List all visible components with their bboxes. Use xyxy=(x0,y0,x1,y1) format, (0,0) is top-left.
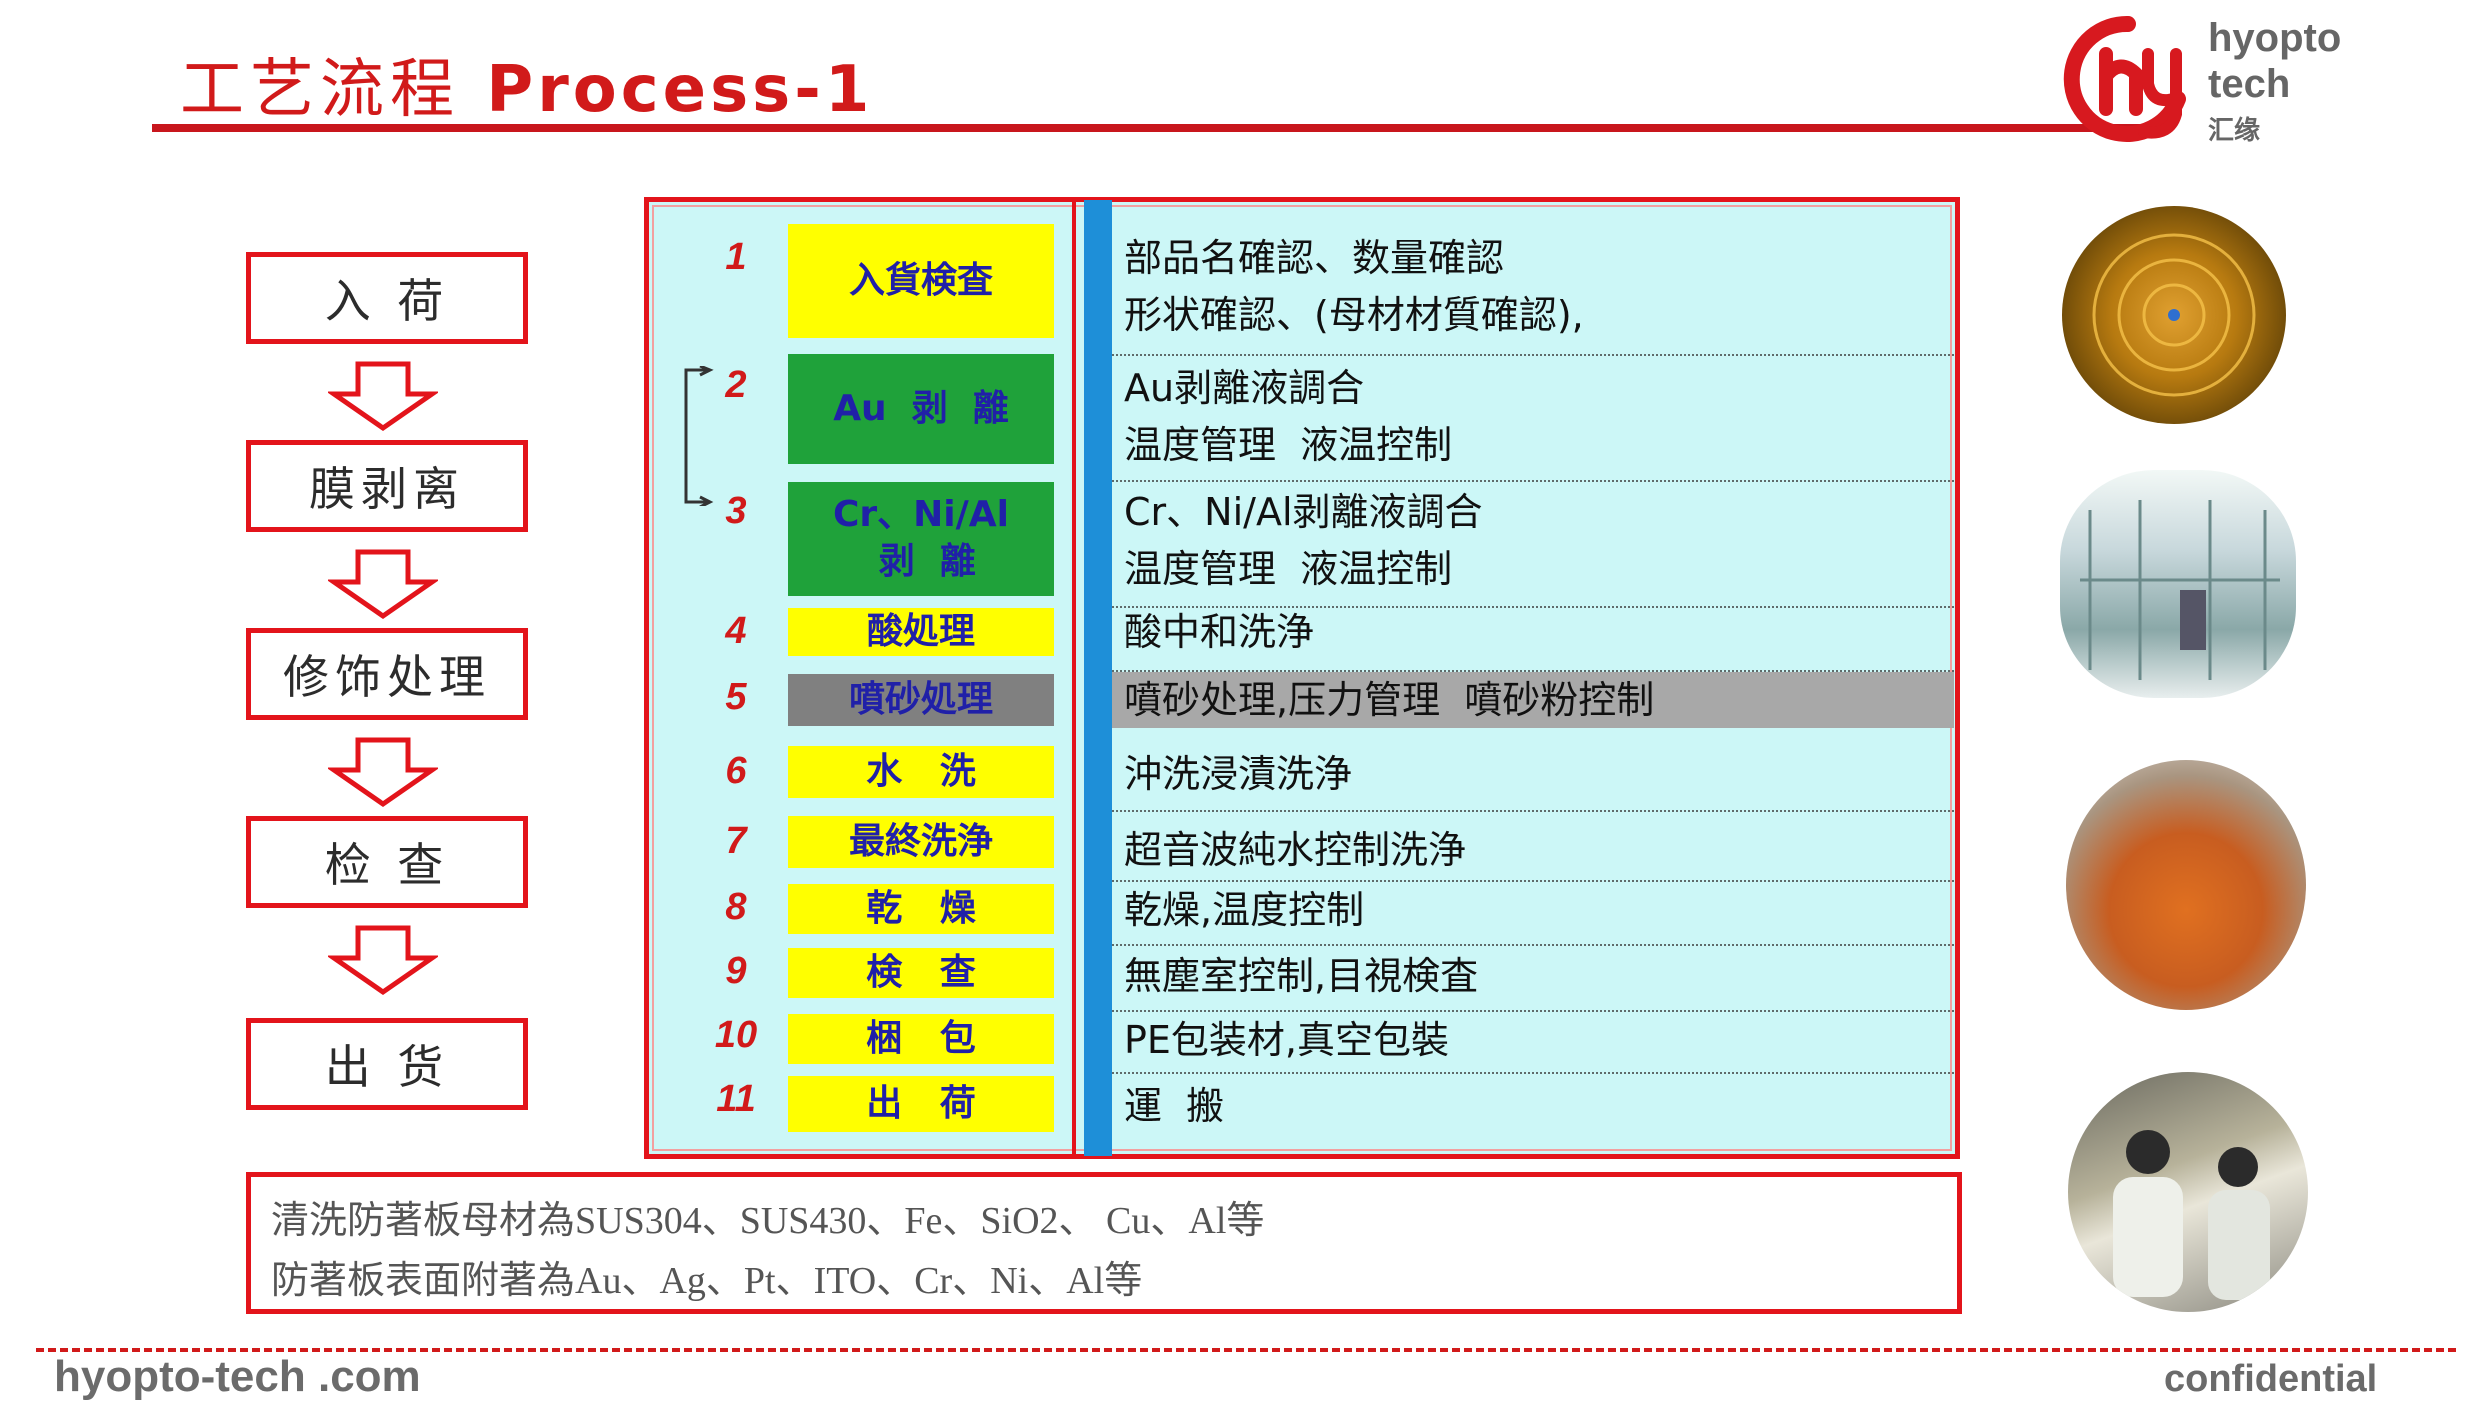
step-number: 3 xyxy=(725,490,747,532)
logo-line-1: hyopto xyxy=(2208,16,2342,60)
step-name: 酸処理 xyxy=(788,608,1054,656)
step-name: 出 荷 xyxy=(788,1076,1054,1132)
flow-step-inspection: 检 查 xyxy=(246,816,528,908)
footer-confidential: confidential xyxy=(2164,1358,2378,1400)
step-name: 噴砂処理 xyxy=(788,674,1054,726)
page-title-zh: 工艺流程 xyxy=(180,53,460,127)
wafer-plate-photo xyxy=(2062,206,2286,424)
row-divider xyxy=(1112,480,1954,482)
page-title-en: Process-1 xyxy=(486,53,874,127)
row-divider xyxy=(1112,1010,1954,1012)
step-name: 入貨検査 xyxy=(788,224,1054,338)
logo-line-2: tech xyxy=(2208,62,2291,106)
flow-step-receiving: 入 荷 xyxy=(246,252,528,344)
workers-inspection-photo xyxy=(2068,1072,2308,1312)
step-description: 乾燥,温度控制 xyxy=(1124,888,1365,932)
down-arrow-icon xyxy=(328,737,438,808)
logo-text: hyopto tech 汇缘 xyxy=(2208,14,2368,145)
logo-mark-icon xyxy=(2063,15,2186,142)
step-description: 噴砂处理,压力管理 噴砂粉控制 xyxy=(1124,678,1655,722)
step-description: 超音波純水控制洗浄 xyxy=(1124,828,1467,872)
footer-divider xyxy=(36,1348,2456,1352)
table-divider xyxy=(1072,200,1076,1156)
step-number: 5 xyxy=(725,676,747,718)
row-divider xyxy=(1112,810,1954,812)
logo-line-3: 汇缘 xyxy=(2208,115,2261,145)
step-description: 運 搬 xyxy=(1124,1084,1225,1128)
wafer-pattern-icon xyxy=(2092,233,2256,397)
title-underline xyxy=(152,124,2142,132)
row-divider xyxy=(1112,354,1954,356)
flow-step-shipping: 出 货 xyxy=(246,1018,528,1110)
row-divider xyxy=(1112,1072,1954,1074)
down-arrow-icon xyxy=(328,361,438,432)
step-name: Au 剥 離 xyxy=(788,354,1054,464)
step-name: 検 查 xyxy=(788,948,1054,998)
footer-website: hyopto-tech .com xyxy=(54,1352,421,1401)
row-divider xyxy=(1112,880,1954,882)
step-description: Au剥離液調合 温度管理 液温控制 xyxy=(1124,366,1453,467)
step-description: 沖洗浸漬洗浄 xyxy=(1124,752,1353,796)
material-note-box: 清洗防著板母材為SUS304、SUS430、Fe、SiO2、 Cu、Al等 防著… xyxy=(246,1172,1962,1314)
step-number: 7 xyxy=(725,820,747,862)
flow-step-finishing: 修饰处理 xyxy=(246,628,528,720)
step-description: 部品名確認、数量確認 形状確認、(母材材質確認), xyxy=(1124,236,1584,337)
row-divider xyxy=(1112,670,1954,672)
down-arrow-icon xyxy=(328,549,438,620)
clean-room-icon xyxy=(2080,500,2280,680)
note-line-2: 防著板表面附著為Au、Ag、Pt、ITO、Cr、Ni、Al等 xyxy=(271,1260,1143,1302)
step-name: 水 洗 xyxy=(788,746,1054,798)
flow-step-stripping: 膜剥离 xyxy=(246,440,528,532)
step-number: 2 xyxy=(725,364,747,406)
step-name: 乾 燥 xyxy=(788,884,1054,934)
step-number: 1 xyxy=(725,236,747,278)
step-description: 無塵室控制,目視検査 xyxy=(1124,954,1479,998)
company-logo: hyopto tech 汇缘 xyxy=(2058,14,2358,145)
step-name: 最終洗浄 xyxy=(788,816,1054,868)
note-line-1: 清洗防著板母材為SUS304、SUS430、Fe、SiO2、 Cu、Al等 xyxy=(271,1200,1265,1242)
workers-icon xyxy=(2113,1130,2270,1300)
bracket-icon xyxy=(684,366,714,506)
step-description: Cr、Ni/Al剥離液調合 温度管理 液温控制 xyxy=(1124,490,1483,591)
etching-tank-photo xyxy=(2066,760,2306,1010)
page-title: 工艺流程 Process-1 xyxy=(180,38,873,130)
down-arrow-icon xyxy=(328,925,438,996)
step-number: 10 xyxy=(714,1014,758,1056)
step-description: PE包装材,真空包裝 xyxy=(1124,1018,1450,1062)
row-divider xyxy=(1112,944,1954,946)
clean-room-photo xyxy=(2060,470,2296,698)
table-blue-bar xyxy=(1084,200,1112,1156)
highlighted-row xyxy=(1112,672,1954,728)
row-divider xyxy=(1112,606,1954,608)
step-number: 9 xyxy=(725,950,747,992)
step-name: 梱 包 xyxy=(788,1014,1054,1064)
step-number: 6 xyxy=(725,750,747,792)
step-number: 8 xyxy=(725,886,747,928)
step-name: Cr、Ni/Al 剥 離 xyxy=(788,482,1054,596)
step-number: 4 xyxy=(725,610,747,652)
step-description: 酸中和洗浄 xyxy=(1124,610,1315,654)
step-number: 11 xyxy=(716,1078,756,1120)
